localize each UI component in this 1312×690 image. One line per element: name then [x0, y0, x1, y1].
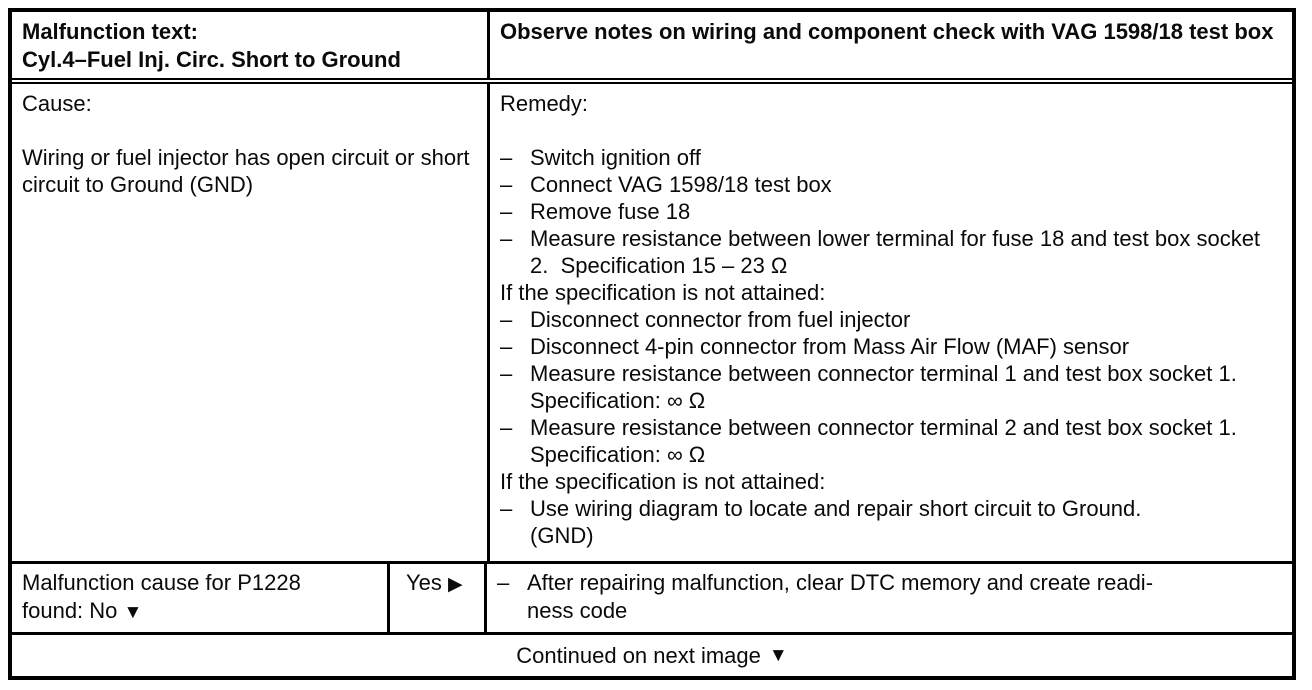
diagnostic-table: Malfunction text: Cyl.4–Fuel Inj. Circ. … [8, 8, 1296, 680]
remedy-step: – Measure resistance between connector t… [500, 415, 1250, 467]
dash-bullet: – [500, 199, 513, 224]
question-text: Malfunction cause for P1228 found: No [22, 570, 301, 623]
malfunction-text-cell: Malfunction text: Cyl.4–Fuel Inj. Circ. … [12, 12, 490, 78]
cause-cell: Cause: Wiring or fuel injector has open … [12, 84, 490, 561]
remedy-condition: If the specification is not attained: [500, 469, 826, 494]
yes-cell: Yes ▶ [390, 564, 487, 632]
right-arrow-icon: ▶ [448, 574, 463, 595]
yes-label: Yes [406, 570, 442, 595]
remedy-label: Remedy: [500, 91, 589, 116]
footer-row: Continued on next image ▼ [12, 632, 1292, 676]
dash-bullet: – [500, 361, 513, 386]
dash-bullet: – [500, 496, 513, 521]
remedy-step: – Switch ignition off [500, 145, 701, 170]
malfunction-code: Cyl.4–Fuel Inj. Circ. Short to Ground [22, 47, 401, 72]
malfunction-label: Malfunction text: [22, 19, 198, 44]
header-row: Malfunction text: Cyl.4–Fuel Inj. Circ. … [12, 12, 1292, 84]
question-cell: Malfunction cause for P1228 found: No ▼ [12, 564, 390, 632]
cause-text: Wiring or fuel injector has open circuit… [22, 145, 470, 197]
footer-text: Continued on next image [516, 642, 761, 668]
note-cell: Observe notes on wiring and component ch… [490, 12, 1292, 78]
dash-bullet: – [500, 172, 513, 197]
remedy-step: – Measure resistance between connector t… [500, 361, 1250, 413]
dash-bullet: – [500, 415, 513, 440]
dash-bullet: – [500, 334, 513, 359]
cause-remedy-row: Cause: Wiring or fuel injector has open … [12, 84, 1292, 561]
down-arrow-icon: ▼ [768, 644, 788, 666]
decision-row: Malfunction cause for P1228 found: No ▼ … [12, 561, 1292, 632]
dash-bullet: – [500, 307, 513, 332]
remedy-step: – Connect VAG 1598/18 test box [500, 172, 832, 197]
remedy-step: – Use wiring diagram to locate and repai… [500, 496, 1142, 548]
remedy-condition: If the specification is not attained: [500, 280, 826, 305]
dash-bullet: – [497, 570, 510, 595]
remedy-step: – Disconnect 4-pin connector from Mass A… [500, 334, 1130, 359]
cause-label: Cause: [22, 91, 92, 116]
remedy-cell: Remedy: – Switch ignition off – Connect … [490, 84, 1292, 561]
down-arrow-icon: ▼ [123, 602, 143, 623]
dash-bullet: – [500, 226, 513, 251]
dash-bullet: – [500, 145, 513, 170]
note-text: Observe notes on wiring and component ch… [500, 19, 1274, 44]
action-cell: – After repairing malfunction, clear DTC… [487, 564, 1292, 632]
remedy-step: – Remove fuse 18 [500, 199, 691, 224]
remedy-step: – Disconnect connector from fuel injecto… [500, 307, 911, 332]
action-step: – After repairing malfunction, clear DTC… [497, 570, 1154, 623]
remedy-step: – Measure resistance between lower termi… [500, 226, 1267, 278]
